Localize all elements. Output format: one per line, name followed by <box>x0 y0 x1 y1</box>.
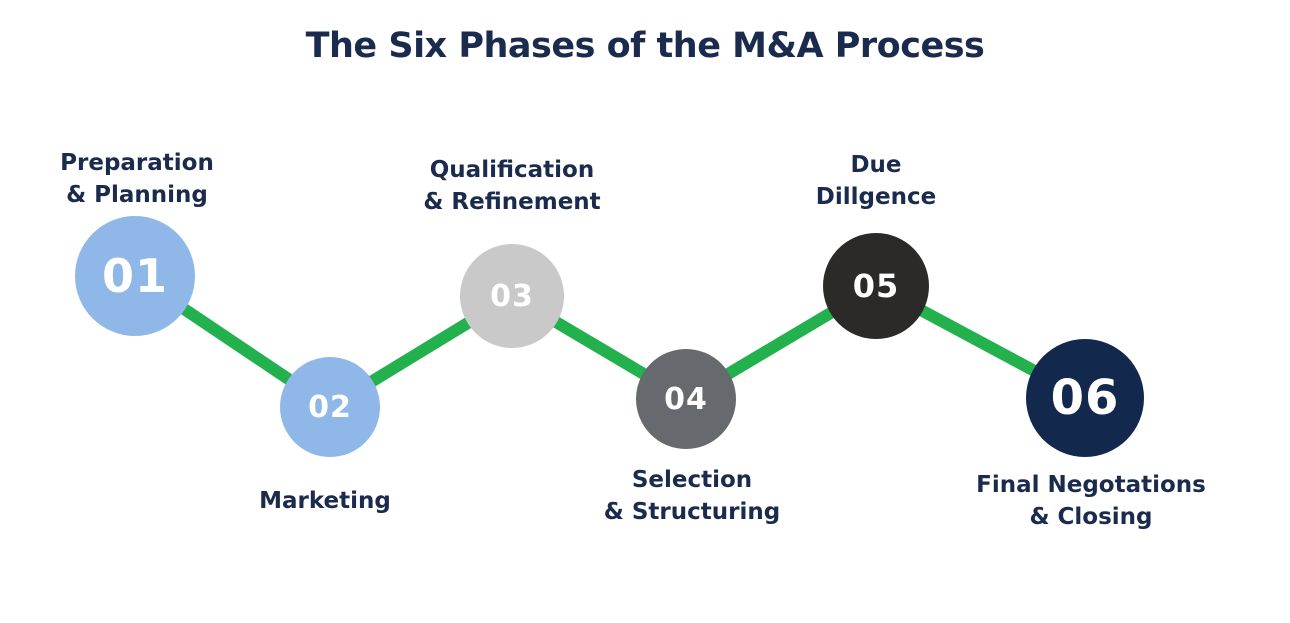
phase-3-label-line-2: & Refinement <box>423 188 601 215</box>
phase-4-label-line-1: Selection <box>631 467 753 493</box>
phase-3-label: Qualification & Refinement <box>423 155 600 218</box>
phase-2-circle: 02 <box>280 357 380 457</box>
phase-4-label: Selection & Structuring <box>604 465 780 528</box>
phase-3-circle: 03 <box>460 244 564 348</box>
phase-6-circle: 06 <box>1026 339 1144 457</box>
phase-5-label: Due Dillgence <box>816 150 936 213</box>
phase-4-circle: 04 <box>636 349 736 449</box>
phase-3-label-line-1: Qualification <box>429 157 595 183</box>
phase-6-number: 06 <box>1050 370 1120 426</box>
phase-1-label-line-2: & Planning <box>66 181 208 208</box>
phase-2-label-line-1: Marketing <box>259 488 391 514</box>
phase-4-number: 04 <box>664 381 708 417</box>
phase-1-label: Preparation & Planning <box>60 148 214 211</box>
phase-4-label-line-2: & Structuring <box>603 498 781 525</box>
phase-5-label-line-2: Dillgence <box>815 183 937 210</box>
phase-1-label-line-1: Preparation <box>60 150 214 176</box>
phase-1-circle: 01 <box>75 216 195 336</box>
phase-5-number: 05 <box>852 267 900 305</box>
phase-5-circle: 05 <box>823 233 929 339</box>
phase-2-label: Marketing <box>259 486 391 518</box>
phase-1-number: 01 <box>101 249 168 303</box>
phase-6-label-line-1: Final Negotations <box>976 472 1206 498</box>
phase-3-number: 03 <box>490 278 534 314</box>
zigzag-connector-line <box>129 270 1091 413</box>
phase-2-number: 02 <box>308 389 352 425</box>
diagram-title: The Six Phases of the M&A Process <box>305 26 985 66</box>
phase-6-label-line-2: & Closing <box>1029 503 1153 530</box>
phase-5-label-line-1: Due <box>850 152 902 178</box>
phase-6-label: Final Negotations & Closing <box>976 470 1206 533</box>
